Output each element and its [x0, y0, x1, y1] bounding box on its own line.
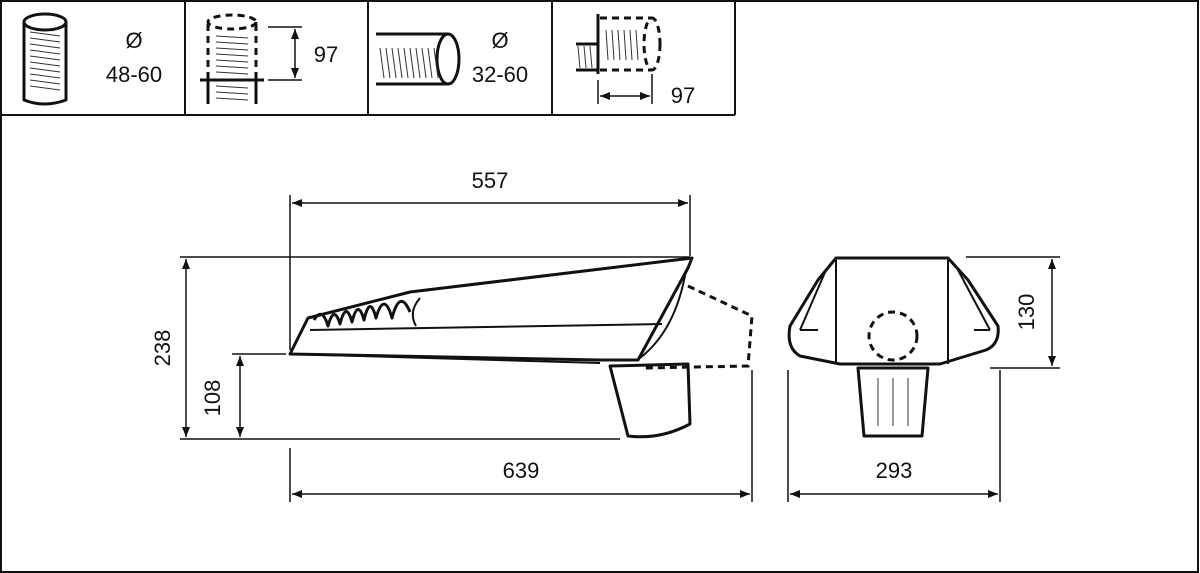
dimension-238	[180, 256, 690, 440]
side-entry-diameter-symbol: Ø	[491, 28, 508, 53]
luminaire-front-view	[787, 256, 1000, 438]
pole-thread-hatch-icon	[29, 31, 61, 91]
pole-mount	[608, 362, 692, 439]
side-length-label: 557	[472, 168, 509, 193]
side-entry-spigot-icon	[576, 14, 662, 104]
side-entry-opening-dashed	[867, 310, 919, 362]
post-top-depth-value: 97	[314, 42, 338, 67]
post-top-diameter-symbol: Ø	[125, 28, 142, 53]
dimension-108	[232, 353, 286, 437]
side-entry-pipe-icon	[376, 32, 461, 86]
front-pole-mount	[856, 366, 930, 438]
front-height-label: 130	[1014, 294, 1039, 331]
post-top-pole-icon	[22, 12, 68, 106]
dimension-639	[289, 370, 753, 502]
side-entry-depth-value: 97	[671, 83, 695, 108]
post-top-diameter-range: 48-60	[106, 62, 162, 87]
front-housing	[787, 256, 1000, 366]
total-height-label: 238	[150, 330, 175, 367]
front-width-label: 293	[876, 458, 913, 483]
side-entry-diameter-range: 32-60	[472, 62, 528, 87]
dimension-557	[289, 195, 691, 350]
total-length-label: 639	[503, 458, 540, 483]
spigot-height-label: 108	[200, 380, 225, 417]
housing-body	[288, 256, 694, 362]
dimension-293	[787, 370, 1001, 502]
dimension-130	[966, 256, 1060, 369]
post-top-spigot-icon	[200, 13, 302, 104]
luminaire-side-view	[288, 256, 754, 439]
pipe-thread-hatch-icon	[379, 47, 439, 79]
side-spigot-thread-hatch-icon	[577, 29, 639, 69]
spigot-thread-hatch-icon	[215, 35, 249, 101]
cooling-fins	[312, 300, 412, 328]
side-entry-adapter-dashed	[643, 284, 754, 370]
